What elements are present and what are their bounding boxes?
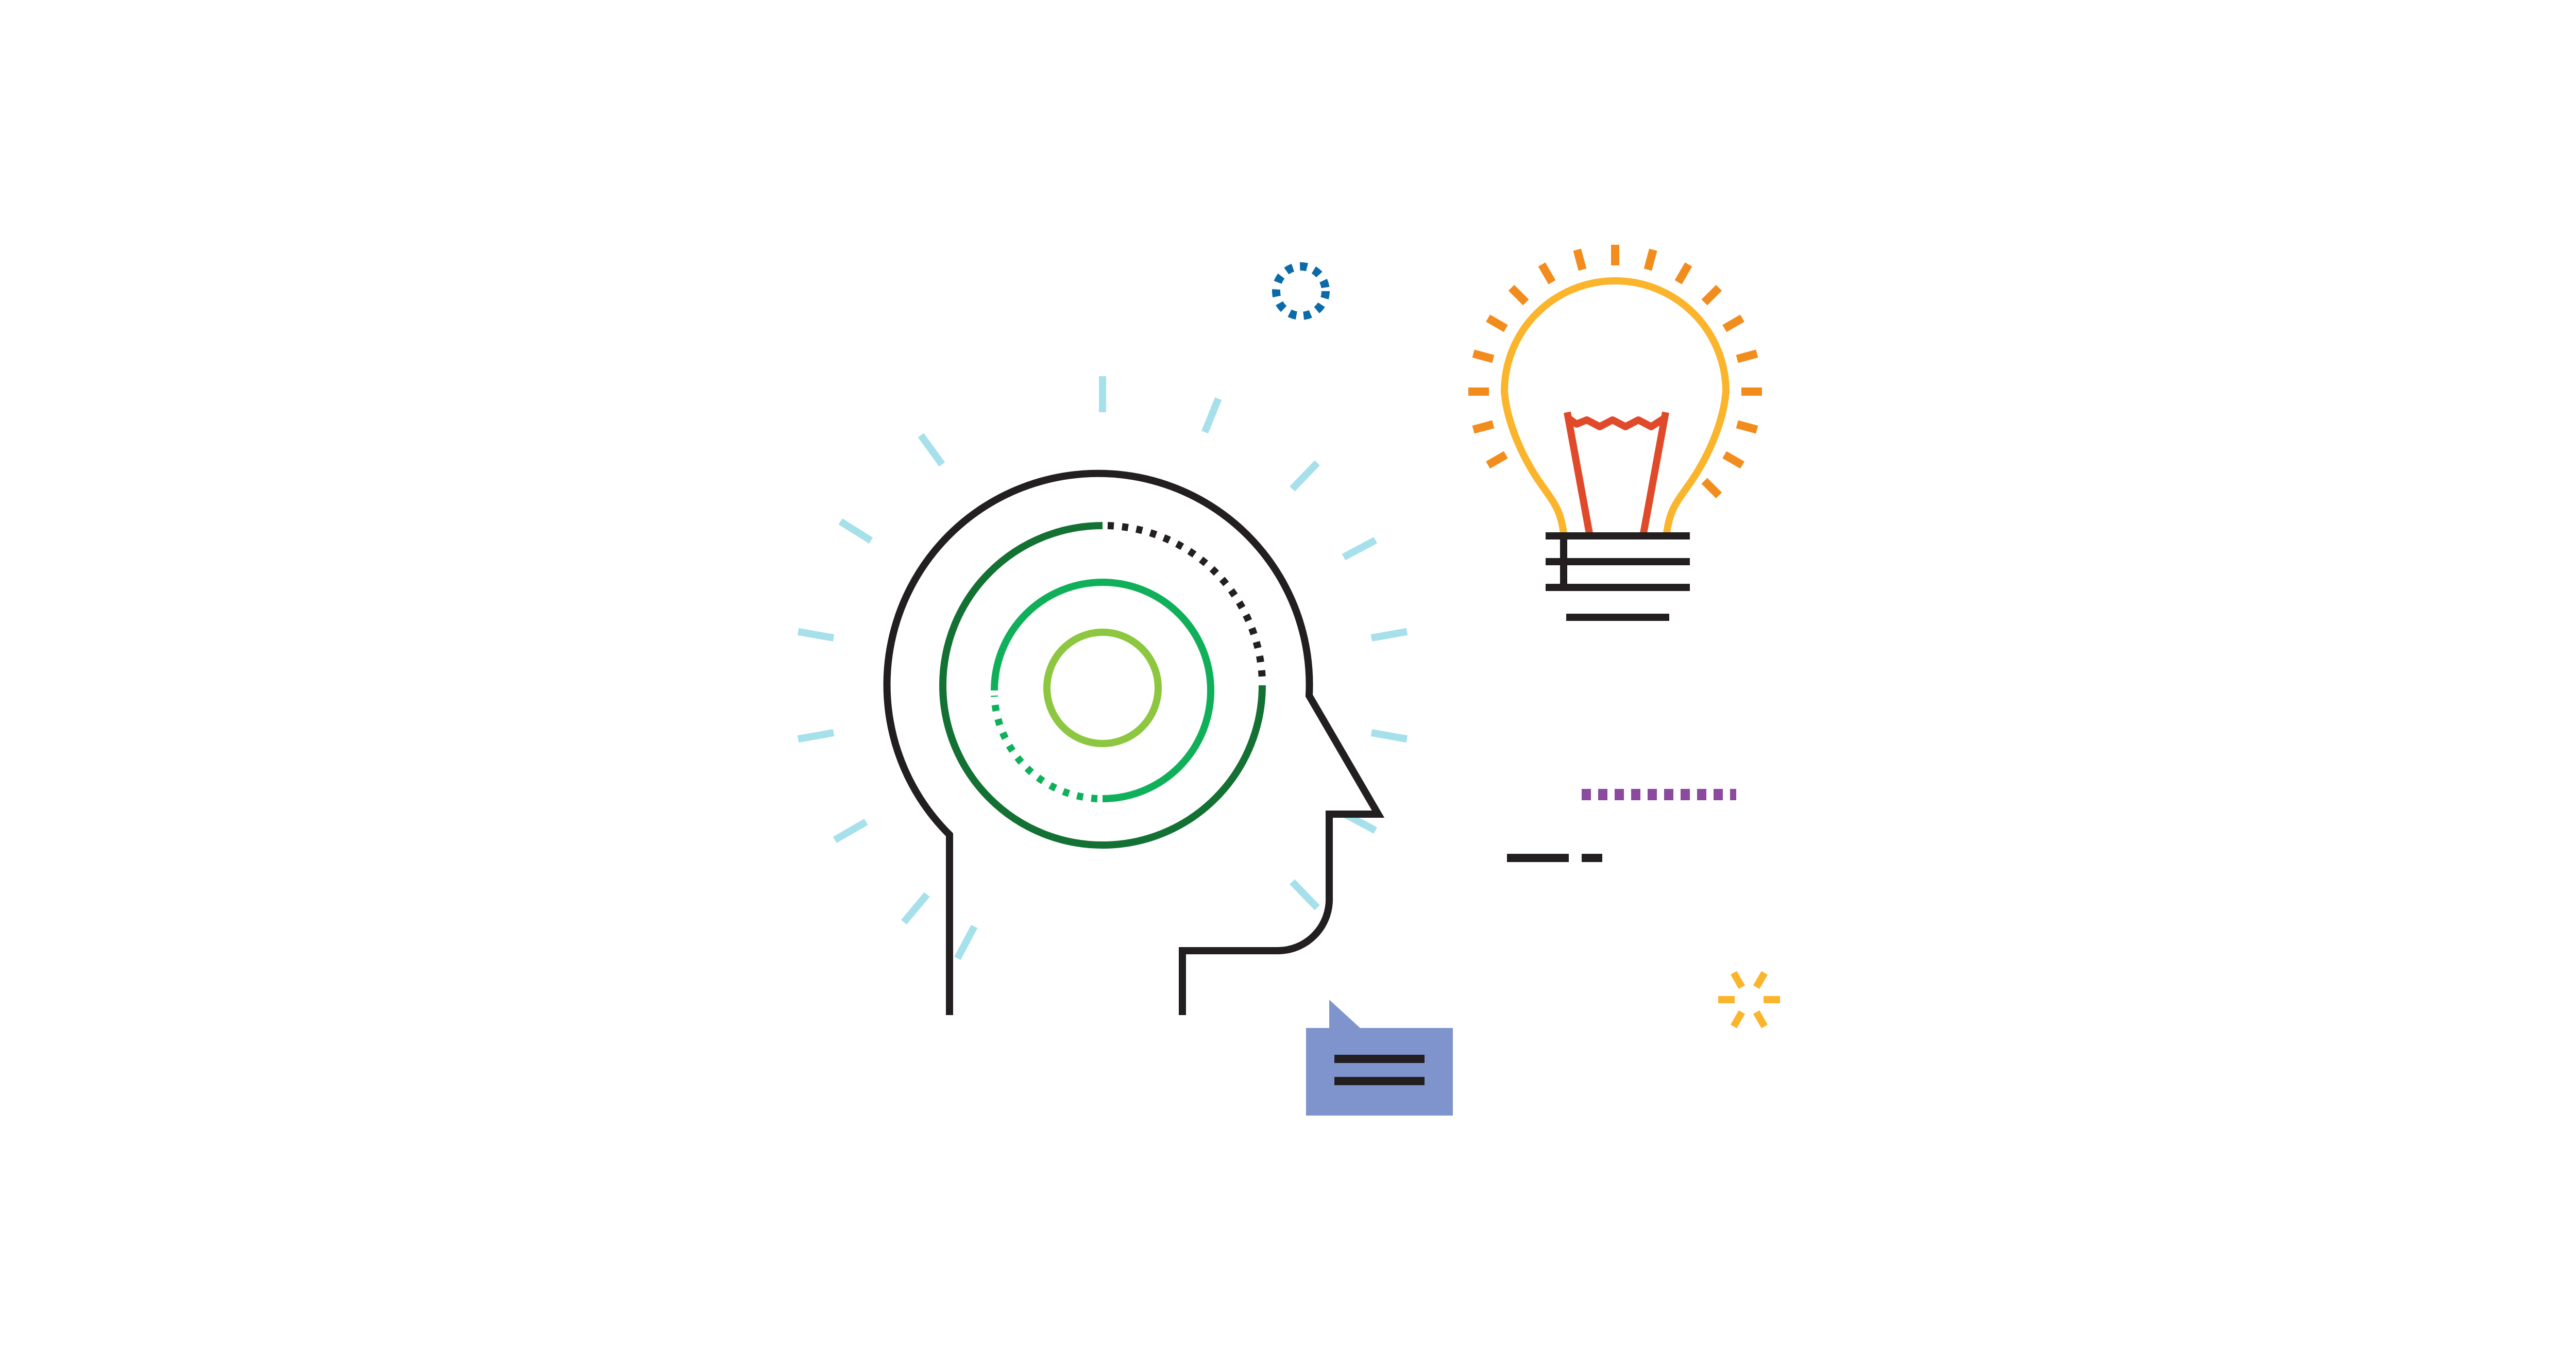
head-ray-3 [1290,460,1320,492]
ring-inner [1043,629,1162,747]
head-profile-icon [883,469,1385,1015]
bulb-ray-14 [1736,420,1758,434]
bulb-filament [1564,411,1669,534]
bulb-ray-12 [1736,349,1758,363]
head-ray-9 [901,892,930,925]
head-ray-12 [797,628,835,642]
bulb-ray-6 [1573,248,1587,271]
dotted-circle-icon [1272,262,1330,320]
head-rays [797,376,1408,960]
ring-outer-solid [939,522,1266,849]
head-ray-13 [838,518,873,544]
head-ray-5 [1370,628,1408,642]
bulb-ray-11 [1722,314,1744,332]
sparkle-icon [1718,971,1780,1028]
bulb-ray-10 [1701,284,1722,306]
bulb-ray-16 [1701,478,1722,499]
bulb-ray-18 [1472,420,1495,434]
ring-outer-dotted [1107,522,1266,681]
head-ray-10 [833,818,868,844]
bulb-ray-15 [1722,451,1744,469]
bulb-ray-3 [1486,314,1508,332]
bulb-ray-2 [1472,349,1495,363]
bulb-ray-17 [1486,451,1508,469]
bulb-glass [1500,277,1730,534]
concentric-rings-icon [939,522,1266,849]
head-ray-4 [1342,537,1378,561]
speech-bubble-icon [1306,1000,1453,1116]
bulb-ray-9 [1674,262,1692,284]
sparkle-ray-5 [1730,971,1745,989]
sparkle-ray-6 [1753,971,1768,989]
bulb-rays [1468,245,1762,499]
bulb-ray-8 [1643,248,1657,271]
head-ray-2 [1201,397,1222,434]
bulb-base [1546,532,1690,621]
sparkle-ray-3 [1730,1010,1745,1028]
head-ray-14 [918,433,945,467]
head-ray-6 [1370,729,1408,743]
ring-middle-solid [991,579,1214,802]
bulb-ray-5 [1538,262,1556,284]
sparkle-ray-2 [1753,1010,1768,1028]
head-ray-15 [954,924,978,960]
bulb-ray-4 [1508,284,1529,306]
light-bulb-icon [1468,245,1762,621]
head-ray-8 [1290,879,1320,910]
head-ray-11 [797,729,835,743]
